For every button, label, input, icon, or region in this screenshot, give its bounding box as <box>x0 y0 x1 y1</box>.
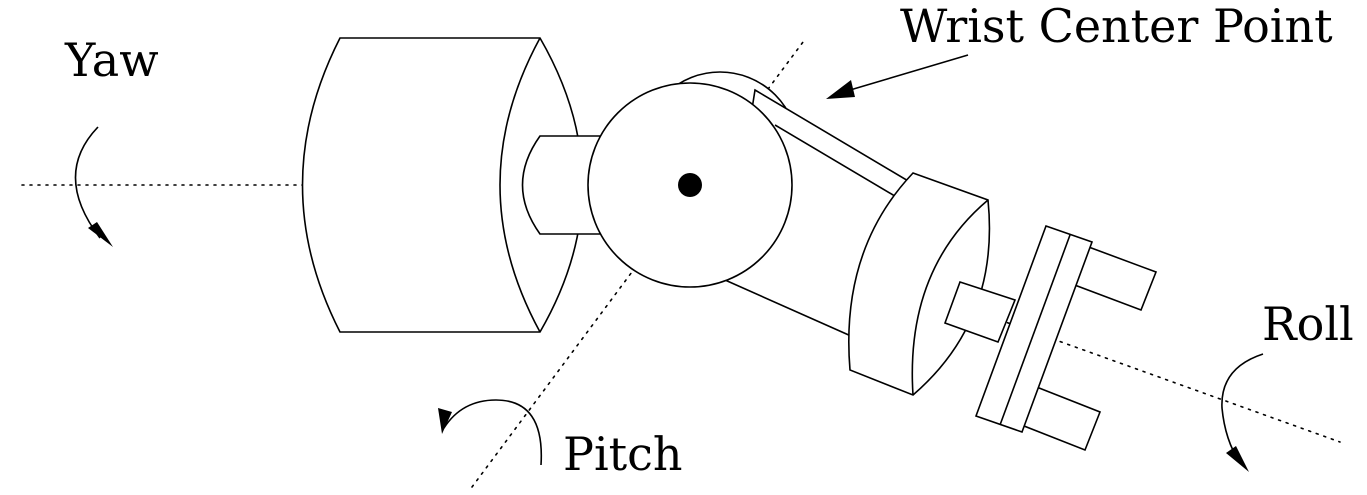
yaw-rotation-arc <box>74 126 101 239</box>
yaw-label: Yaw <box>64 33 159 87</box>
wrist-center-pointer-line <box>839 54 969 94</box>
pitch-rotation-arc <box>443 399 543 466</box>
roll-label: Roll <box>1262 297 1354 351</box>
wrist-center-point <box>678 173 702 197</box>
gripper-palm <box>974 224 1094 434</box>
wrist-center-arrowhead-icon <box>826 80 855 99</box>
base-cylinder-front-edge <box>499 37 541 333</box>
roll-arrowhead-icon <box>1226 446 1249 472</box>
connector-cylinder <box>521 135 601 235</box>
wrist-center-point-label: Wrist Center Point <box>900 0 1333 53</box>
roll-rotation-arc <box>1221 353 1264 464</box>
wrist-link-edge <box>774 124 911 206</box>
gripper-palm-edge <box>999 234 1071 426</box>
gripper-stem <box>943 280 1017 344</box>
pitch-label: Pitch <box>563 427 683 481</box>
yaw-arrowhead-icon <box>88 222 113 247</box>
pitch-arrowhead-icon <box>438 408 452 434</box>
hand-cylinder-front-edge <box>911 199 989 396</box>
